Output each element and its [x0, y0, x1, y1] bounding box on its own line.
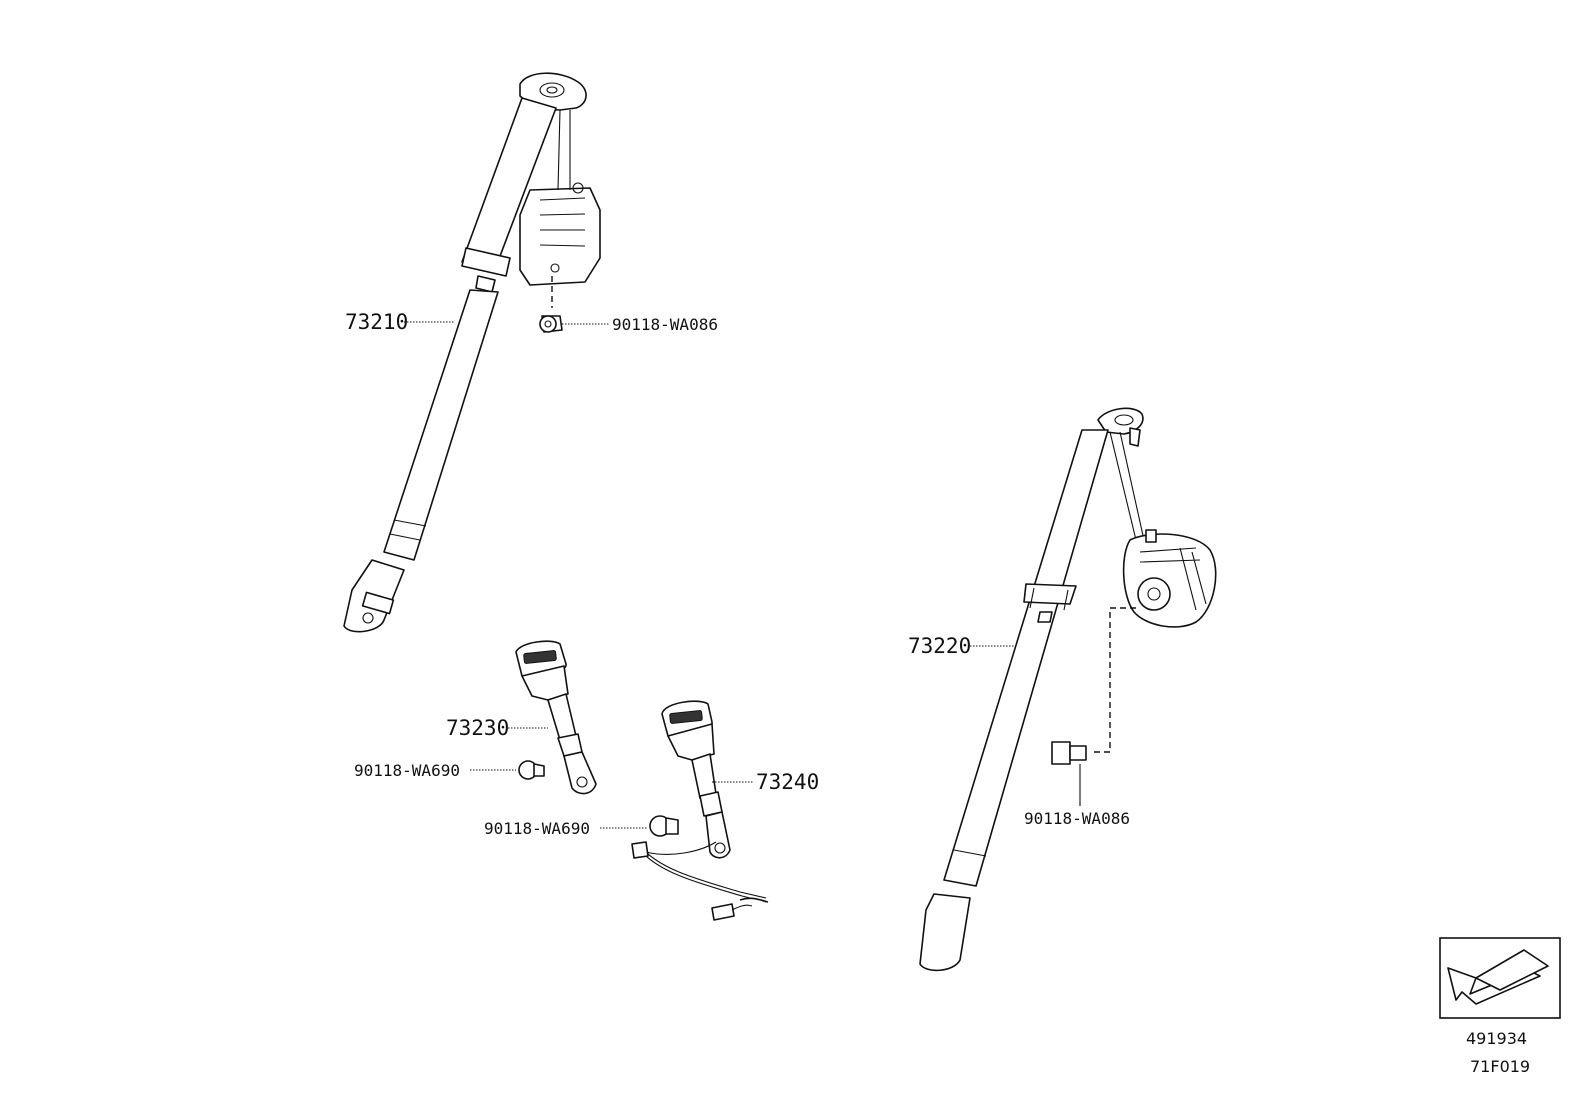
seat-belt-73220[interactable] [919, 407, 1217, 972]
front-direction-arrow-icon [1447, 949, 1549, 1005]
label-bolt-right-side[interactable]: 90118-WA086 [1024, 764, 1130, 828]
svg-text:90118-WA690: 90118-WA690 [354, 761, 460, 780]
svg-text:90118-WA690: 90118-WA690 [484, 819, 590, 838]
label-bolt-buckle-left[interactable]: 90118-WA690 [484, 819, 648, 838]
label-73240[interactable]: 73240 [712, 770, 819, 794]
svg-text:73230: 73230 [446, 716, 509, 740]
bolt-buckle-left [649, 815, 679, 837]
diagram-number: 491934 [1466, 1029, 1527, 1048]
buckle-73240[interactable] [631, 700, 769, 921]
bolt-buckle-right [518, 760, 545, 780]
svg-text:73210: 73210 [345, 310, 408, 334]
svg-text:90118-WA086: 90118-WA086 [612, 315, 718, 334]
label-73220[interactable]: 73220 [908, 634, 1016, 658]
svg-text:73220: 73220 [908, 634, 971, 658]
label-bolt-top[interactable]: 90118-WA086 [562, 315, 718, 334]
page-code: 71F019 [1470, 1057, 1530, 1076]
seat-belt-73210[interactable] [343, 72, 601, 633]
label-73210[interactable]: 73210 [345, 310, 455, 334]
buckle-73230[interactable] [515, 640, 597, 795]
front-direction-box: 491934 71F019 [1439, 937, 1561, 1076]
svg-text:73240: 73240 [756, 770, 819, 794]
label-bolt-buckle-right[interactable]: 90118-WA690 [354, 761, 516, 780]
svg-text:90118-WA086: 90118-WA086 [1024, 809, 1130, 828]
label-73230[interactable]: 73230 [446, 716, 548, 740]
